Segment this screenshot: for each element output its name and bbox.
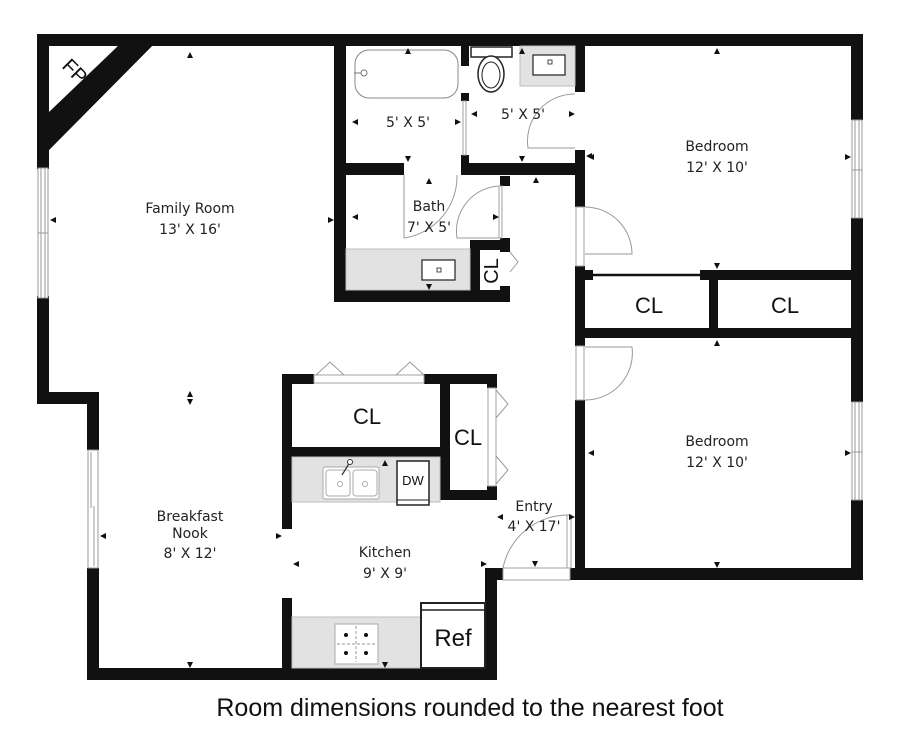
toilet: [470, 46, 513, 93]
room-name: Bedroom: [685, 434, 748, 450]
exterior-walls: [37, 34, 863, 680]
vanity-bath: [345, 248, 471, 291]
dimensions-caption: Room dimensions rounded to the nearest f…: [216, 694, 724, 722]
room-bath: Bath 7' X 5': [407, 199, 451, 236]
fireplace: FP: [49, 46, 152, 150]
room-name: Entry: [515, 499, 552, 515]
bathroom-walls: [334, 46, 585, 302]
room-dims: 8' X 12': [164, 546, 217, 562]
room-name-line1: Breakfast: [157, 509, 224, 525]
room-breakfast-nook: Breakfast Nook 8' X 12': [157, 509, 224, 562]
room-tub: 5' X 5': [386, 115, 430, 131]
room-family-room: Family Room 13' X 16': [145, 201, 234, 238]
room-dims: 12' X 10': [686, 160, 748, 176]
bedroom-doors[interactable]: [575, 206, 633, 401]
room-name: Family Room: [145, 201, 234, 217]
room-toilet: 5' X 5': [501, 107, 545, 123]
window-bedroom-1: [851, 119, 863, 219]
refrigerator-label: Ref: [434, 625, 472, 652]
room-dims: 5' X 5': [386, 115, 430, 131]
room-dims: 13' X 16': [159, 222, 221, 238]
room-dims: 4' X 17': [508, 519, 561, 535]
bathroom-doors[interactable]: [403, 93, 576, 273]
room-name: Bedroom: [685, 139, 748, 155]
closet-doors[interactable]: [313, 361, 509, 487]
windows: [37, 119, 863, 569]
bedroom-closet-1-label: CL: [635, 293, 663, 318]
room-name-line2: Nook: [172, 526, 209, 542]
room-entry: Entry 4' X 17': [508, 499, 561, 535]
stove-counter: [291, 616, 423, 669]
room-dims: 5' X 5': [501, 107, 545, 123]
room-dims: 9' X 9': [363, 566, 407, 582]
room-name: Bath: [413, 199, 446, 215]
pantry-closet-label: CL: [454, 425, 482, 450]
room-bedroom-2: Bedroom 12' X 10': [685, 434, 748, 471]
window-family-room: [37, 167, 49, 299]
dishwasher: DW: [396, 460, 430, 506]
bath-closet-label: CL: [481, 258, 503, 284]
room-name: Kitchen: [359, 545, 412, 561]
room-kitchen: Kitchen 9' X 9': [359, 545, 412, 582]
sink-toilet-room: [519, 45, 576, 87]
kitchen-walls: [282, 374, 497, 680]
room-bedroom-1: Bedroom 12' X 10': [685, 139, 748, 176]
bathtub: [354, 49, 459, 99]
window-bedroom-2: [851, 401, 863, 501]
refrigerator: Ref: [420, 602, 486, 669]
hall-closet-label: CL: [353, 404, 381, 429]
bedroom-walls: [575, 175, 863, 580]
dishwasher-label: DW: [402, 473, 424, 488]
sliding-door-nook[interactable]: [87, 449, 99, 569]
room-dims: 12' X 10': [686, 455, 748, 471]
dimension-markers: [50, 48, 851, 668]
room-dims: 7' X 5': [407, 220, 451, 236]
bedroom-closet-2-label: CL: [771, 293, 799, 318]
